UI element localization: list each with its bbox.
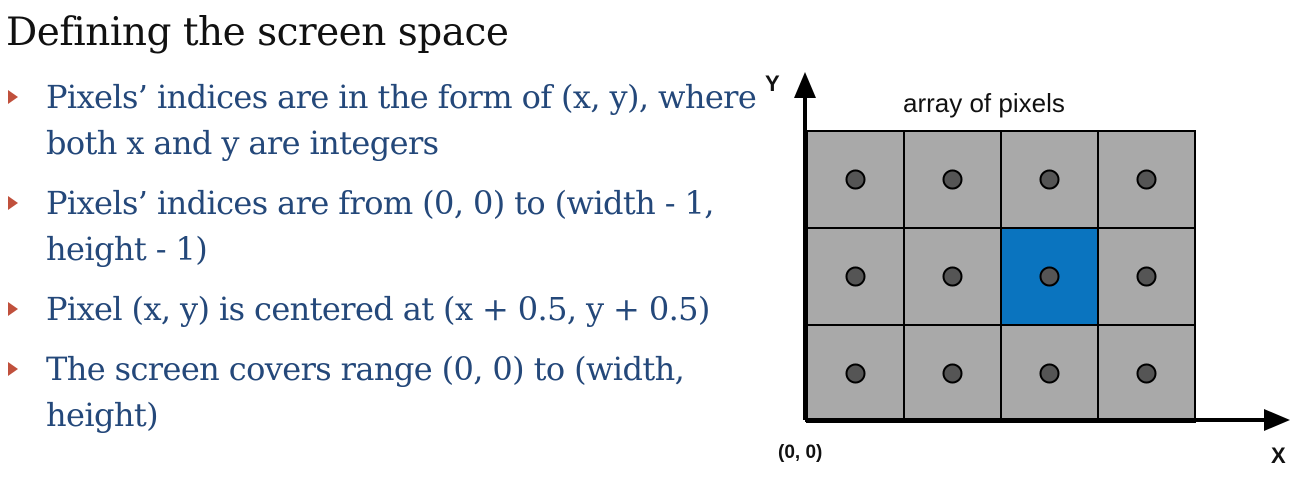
bullet-item: Pixel (x, y) is centered at (x + 0.5, y … [0,286,760,332]
bullet-item: The screen covers range (0, 0) to (width… [0,346,760,438]
page-title: Defining the screen space [6,10,509,55]
pixel-center-dot [1136,363,1157,384]
bullet-text: The screen covers range (0, 0) to (width… [46,350,685,434]
bullet-text: Pixel (x, y) is centered at (x + 0.5, y … [46,290,710,328]
triangle-right-icon [7,74,21,120]
y-axis-label: Y [765,71,780,96]
origin-label: (0, 0) [778,442,822,463]
bullet-item: Pixels’ indices are in the form of (x, y… [0,74,760,166]
x-axis-arrowhead [1264,409,1290,431]
pixel-grid [806,130,1196,423]
bullet-list: Pixels’ indices are in the form of (x, y… [0,74,760,452]
triangle-right-icon [7,180,21,226]
pixel-center-dot [845,363,866,384]
pixel-center-dot [845,266,866,287]
pixel-center-dot [942,266,963,287]
pixel-center-dot [1136,266,1157,287]
triangle-right-icon [7,346,21,392]
diagram-caption: array of pixels [903,88,1065,118]
pixel-center-dot [1039,169,1060,190]
pixel-center-dot [942,363,963,384]
bullet-text: Pixels’ indices are in the form of (x, y… [46,78,757,162]
pixel-center-dot [1039,363,1060,384]
bullet-text: Pixels’ indices are from (0, 0) to (widt… [46,184,714,268]
x-axis-label: X [1271,443,1286,468]
bullet-item: Pixels’ indices are from (0, 0) to (widt… [0,180,760,272]
pixel-center-dot [1039,266,1060,287]
y-axis-arrowhead [794,72,816,98]
pixel-center-dot [845,169,866,190]
pixel-center-dot [1136,169,1157,190]
pixel-center-dot [942,169,963,190]
triangle-right-icon [7,286,21,332]
